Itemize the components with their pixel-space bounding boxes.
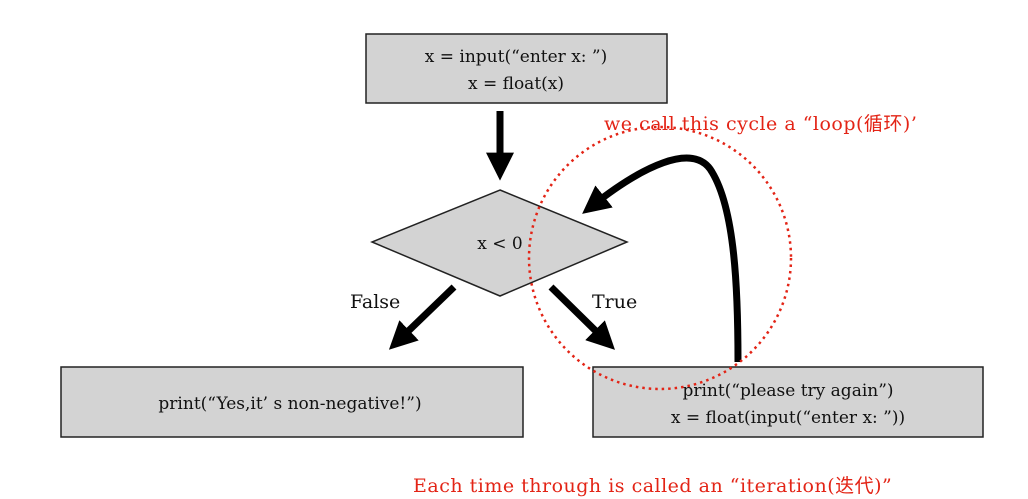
input-box: x = input(“enter x: ”) x = float(x) [365, 33, 668, 104]
true-label: True [592, 291, 637, 313]
arrow-loop-back [582, 154, 742, 363]
decision-diamond-shape [370, 189, 629, 297]
true-box-line-2: x = float(input(“enter x: ”)) [671, 408, 905, 428]
false-box-text: print(“Yes,it’ s non-negative!”) [158, 394, 421, 414]
false-box-rect [60, 366, 524, 438]
loop-highlight-circle [527, 125, 793, 391]
true-box-line-1: print(“please try again”) [682, 381, 893, 401]
input-box-line-1: x = input(“enter x: ”) [425, 47, 607, 67]
input-box-rect [365, 33, 668, 104]
input-box-line-2: x = float(x) [468, 74, 564, 94]
loop-annotation: we call this cycle a “loop(循环)’ [604, 113, 917, 135]
false-box: print(“Yes,it’ s non-negative!”) [60, 366, 524, 438]
iteration-annotation: Each time through is called an “iteratio… [413, 475, 892, 497]
true-box: print(“please try again”) x = float(inpu… [592, 366, 984, 438]
arrow-true-branch [548, 284, 615, 350]
decision-diamond: x < 0 [370, 189, 629, 297]
true-box-rect [592, 366, 984, 438]
decision-condition: x < 0 [477, 234, 522, 254]
false-label: False [350, 291, 400, 313]
arrow-false-branch [388, 284, 457, 350]
